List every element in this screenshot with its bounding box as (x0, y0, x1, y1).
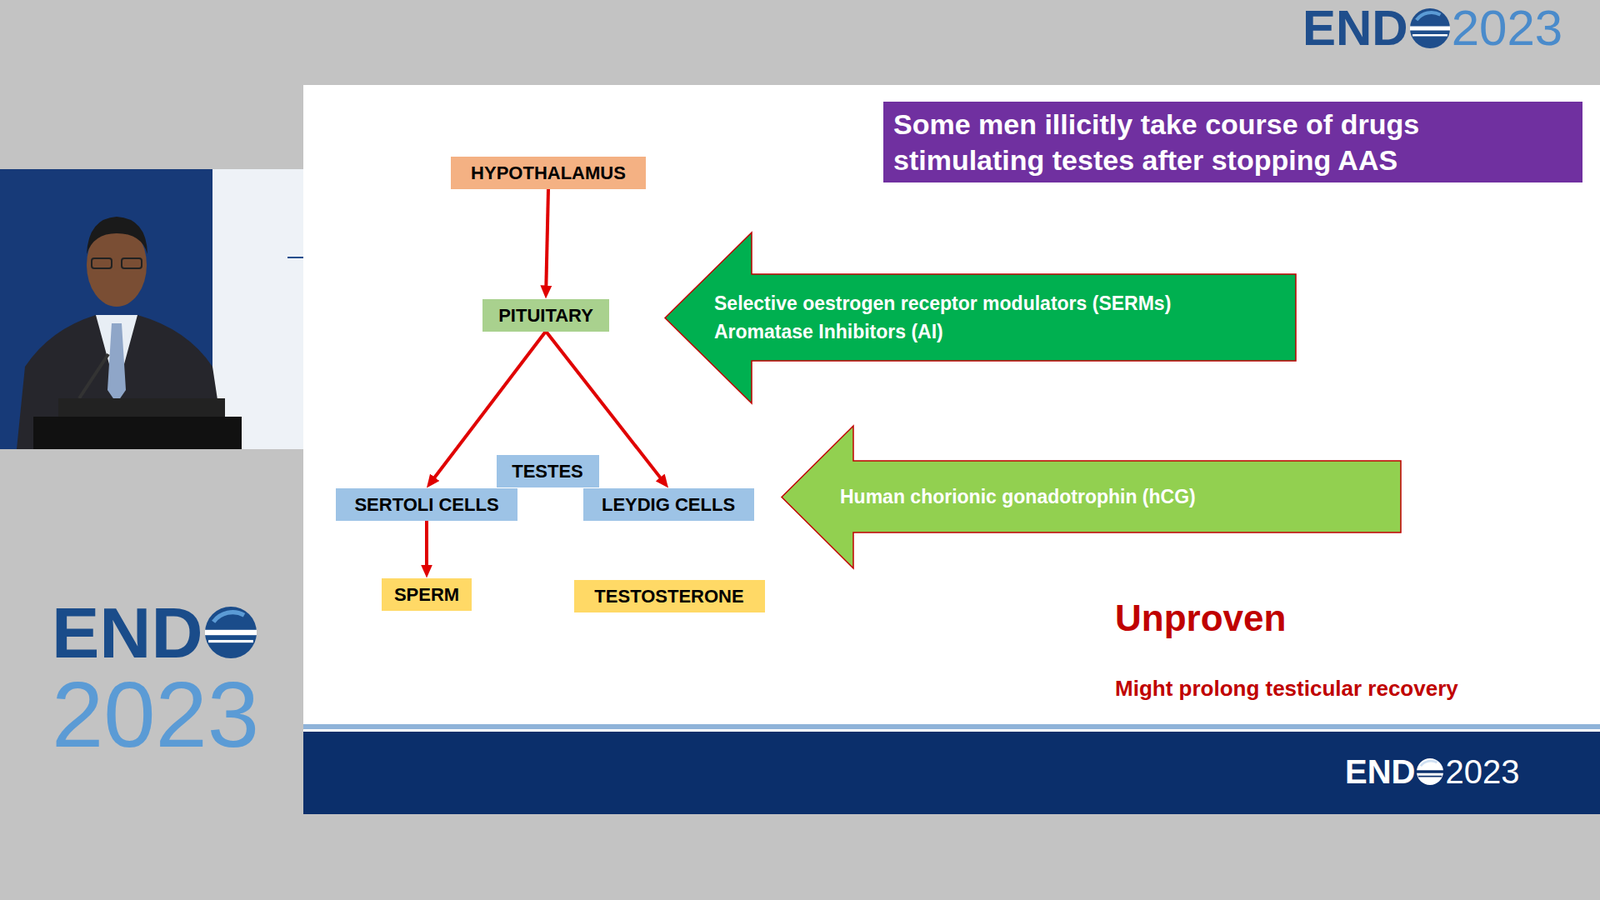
globe-icon (1415, 757, 1445, 786)
block-arrow: Selective oestrogen receptor modulators … (665, 232, 1296, 404)
logo-row: END 2023 (1345, 755, 1520, 789)
endo-logo: END2023 (51, 596, 260, 762)
box-label: TESTOSTERONE (580, 585, 759, 608)
globe-band (1418, 775, 1443, 778)
title-text: Some men illicitly take course of drugs … (893, 106, 1573, 178)
box-label: SERTOLI CELLS (342, 493, 511, 516)
laptop (58, 398, 225, 417)
process-box: HYPOTHALAMUS (450, 156, 646, 190)
speaker-tie (107, 323, 126, 404)
globe-highlight (1415, 12, 1440, 20)
arrow-connector (425, 520, 429, 570)
arrow-outline (665, 232, 1296, 404)
process-box: PITUITARY (482, 299, 610, 332)
logo-text: END (1345, 755, 1415, 789)
slide-ground (303, 85, 1600, 724)
slide-stripe (303, 724, 1600, 730)
slide-footer-bar (303, 731, 1600, 815)
process-box: LEYDIG CELLS (583, 488, 755, 521)
box-label: PITUITARY (489, 304, 603, 327)
globe-band (1412, 34, 1448, 37)
drug-label: Aromatase Inhibitors (AI) (714, 317, 1171, 346)
globe-band (208, 640, 254, 643)
globe-icon (204, 605, 258, 660)
logo-text: 2023 (1445, 755, 1520, 789)
globe-disc (205, 606, 257, 659)
logo-text: END (51, 596, 204, 669)
globe-highlight (213, 612, 245, 623)
arrow-shape (665, 232, 1296, 404)
globe-disc (1410, 8, 1450, 49)
logo-text: 2023 (51, 668, 260, 762)
box-label: SPERM (388, 583, 465, 606)
globe-icon (1409, 7, 1451, 50)
video-mark (287, 256, 304, 259)
globe-band (205, 630, 257, 635)
globe-band (1416, 770, 1444, 773)
logo-text: END (1302, 3, 1409, 54)
logo-row: END (51, 596, 260, 669)
note-text: Might prolong testicular recovery (1115, 675, 1459, 702)
speaker-glasses (91, 258, 112, 269)
arrow-text-block: Human chorionic gonadotrophin (hCG) (840, 482, 1196, 511)
speaker-glasses (121, 258, 142, 269)
box-label: TESTES (503, 460, 593, 483)
video-wall (212, 169, 304, 450)
slide-gap (303, 723, 1600, 732)
process-box: TESTES (496, 455, 600, 488)
microphone (79, 354, 109, 399)
arrow-connector (545, 189, 549, 291)
block-arrow: Human chorionic gonadotrophin (hCG) (781, 425, 1401, 569)
drug-label: Human chorionic gonadotrophin (hCG) (840, 482, 1196, 511)
process-box: SPERM (381, 578, 472, 611)
endo-logo: END 2023 (1302, 3, 1563, 54)
process-box: SERTOLI CELLS (335, 488, 518, 521)
speaker-video (0, 169, 304, 450)
drug-label: Selective oestrogen receptor modulators … (714, 289, 1171, 318)
arrow-outline (781, 425, 1401, 569)
logo-row: END 2023 (1302, 3, 1563, 54)
logo-text: 2023 (1451, 3, 1563, 54)
title-banner: Some men illicitly take course of drugs … (883, 101, 1583, 183)
box-label: HYPOTHALAMUS (457, 161, 640, 185)
globe-band (1410, 26, 1450, 31)
note-text: Unproven (1115, 596, 1286, 641)
globe-disc (1416, 758, 1444, 785)
logo-row: 2023 (51, 668, 260, 762)
speaker-hair (86, 216, 148, 255)
podium (33, 416, 242, 450)
process-box: TESTOSTERONE (574, 580, 765, 613)
endo-logo: END 2023 (1345, 755, 1520, 789)
globe-highlight (1420, 760, 1438, 766)
video-curtain (0, 169, 304, 450)
box-label: LEYDIG CELLS (590, 493, 748, 516)
arrow-text-block: Selective oestrogen receptor modulators … (714, 289, 1171, 346)
